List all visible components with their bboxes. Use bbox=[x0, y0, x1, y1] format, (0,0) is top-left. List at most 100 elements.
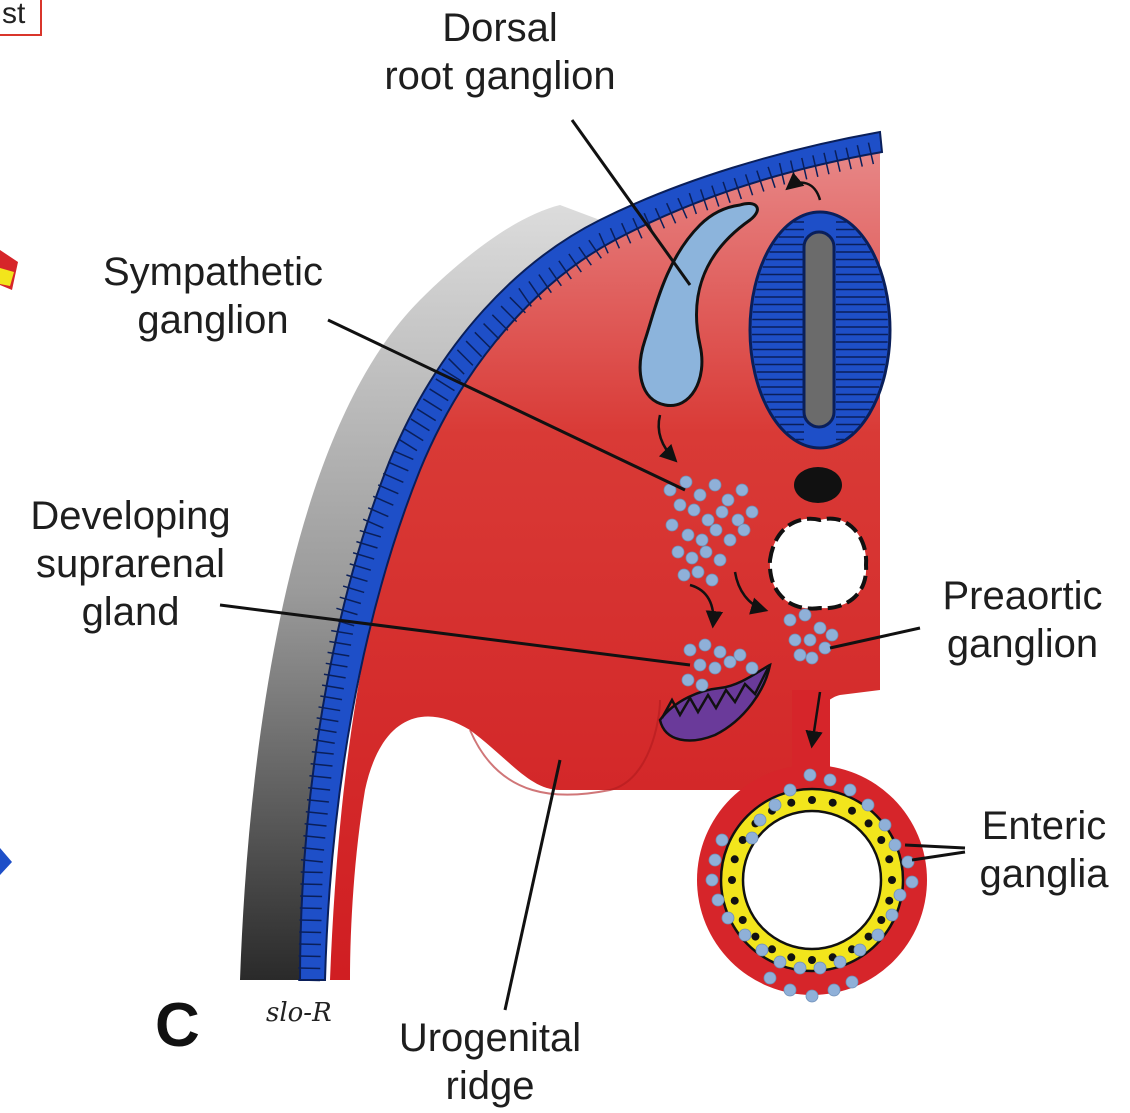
crest-cell bbox=[784, 614, 796, 626]
crest-cell bbox=[716, 834, 728, 846]
enteric-dot bbox=[787, 799, 795, 807]
crest-cell bbox=[886, 909, 898, 921]
crest-cell bbox=[894, 889, 906, 901]
ectoderm-stripe bbox=[299, 944, 321, 945]
neural-canal bbox=[804, 232, 834, 427]
left-edge-fragment-3 bbox=[0, 848, 12, 875]
enteric-dot bbox=[885, 855, 893, 863]
crest-cell bbox=[804, 769, 816, 781]
label-line: Dorsal bbox=[360, 4, 640, 52]
enteric-dot bbox=[787, 953, 795, 961]
label-dorsal-root-ganglion: Dorsal root ganglion bbox=[360, 4, 640, 100]
crest-cell bbox=[702, 514, 714, 526]
crest-cell bbox=[799, 609, 811, 621]
crest-cell bbox=[806, 652, 818, 664]
enteric-dot bbox=[877, 836, 885, 844]
crest-cell bbox=[709, 479, 721, 491]
enteric-dot bbox=[885, 897, 893, 905]
crest-cell bbox=[739, 929, 751, 941]
label-line: Developing bbox=[8, 492, 253, 540]
label-line: Urogenital bbox=[375, 1014, 605, 1062]
ectoderm-stripe bbox=[299, 932, 321, 933]
enteric-dot bbox=[877, 916, 885, 924]
crest-cell bbox=[696, 679, 708, 691]
gut-lumen bbox=[743, 811, 881, 949]
crest-cell bbox=[826, 629, 838, 641]
crest-cell bbox=[700, 546, 712, 558]
label-line: gland bbox=[8, 588, 253, 636]
crest-cell bbox=[746, 832, 758, 844]
label-line: ridge bbox=[375, 1062, 605, 1110]
label-line: Enteric bbox=[964, 802, 1124, 850]
label-line: root ganglion bbox=[360, 52, 640, 100]
crest-cell bbox=[769, 799, 781, 811]
crest-cell bbox=[736, 484, 748, 496]
enteric-dot bbox=[731, 897, 739, 905]
enteric-dot bbox=[808, 796, 816, 804]
crest-cell bbox=[746, 506, 758, 518]
crest-cell bbox=[684, 644, 696, 656]
crest-cell bbox=[694, 659, 706, 671]
label-urogenital-ridge: Urogenital ridge bbox=[375, 1014, 605, 1110]
label-line: suprarenal bbox=[8, 540, 253, 588]
crest-cell bbox=[902, 856, 914, 868]
enteric-dot bbox=[829, 799, 837, 807]
enteric-dot bbox=[848, 807, 856, 815]
crest-cell bbox=[716, 506, 728, 518]
crest-cell bbox=[692, 566, 704, 578]
label-line: ganglion bbox=[78, 296, 348, 344]
crest-cell bbox=[680, 476, 692, 488]
crest-cell bbox=[724, 534, 736, 546]
label-developing-suprarenal-gland: Developing suprarenal gland bbox=[8, 492, 253, 636]
artist-signature: slo-R bbox=[266, 998, 332, 1028]
crest-cell bbox=[678, 569, 690, 581]
crest-cell bbox=[724, 656, 736, 668]
crest-cell bbox=[784, 984, 796, 996]
crest-cell bbox=[806, 990, 818, 1002]
crest-cell bbox=[814, 962, 826, 974]
ectoderm-stripe bbox=[300, 884, 322, 885]
ectoderm-stripe bbox=[301, 872, 323, 873]
crest-cell bbox=[709, 854, 721, 866]
enteric-dot bbox=[739, 916, 747, 924]
crest-cell bbox=[710, 524, 722, 536]
crest-cell bbox=[672, 546, 684, 558]
enteric-dot bbox=[728, 876, 736, 884]
crest-cell bbox=[872, 929, 884, 941]
crest-cell bbox=[682, 674, 694, 686]
ectoderm-stripe bbox=[298, 968, 320, 969]
crest-cell bbox=[784, 784, 796, 796]
crest-cell bbox=[794, 649, 806, 661]
crest-cell bbox=[879, 819, 891, 831]
crest-cell bbox=[844, 784, 856, 796]
crest-cell bbox=[834, 956, 846, 968]
crest-cell bbox=[738, 524, 750, 536]
crest-cell bbox=[674, 499, 686, 511]
crest-cell bbox=[819, 642, 831, 654]
crest-cell bbox=[699, 639, 711, 651]
crest-cell bbox=[889, 839, 901, 851]
label-sympathetic-ganglion: Sympathetic ganglion bbox=[78, 248, 348, 344]
crest-cell bbox=[722, 912, 734, 924]
ectoderm-stripe bbox=[300, 908, 322, 909]
crest-cell bbox=[666, 519, 678, 531]
crest-cell bbox=[789, 634, 801, 646]
crest-cell bbox=[824, 774, 836, 786]
crest-cell bbox=[854, 944, 866, 956]
crest-cell bbox=[712, 894, 724, 906]
enteric-dot bbox=[731, 855, 739, 863]
crest-cell bbox=[706, 874, 718, 886]
ectoderm-stripe bbox=[300, 896, 322, 897]
notochord bbox=[794, 467, 842, 503]
crest-cell bbox=[694, 489, 706, 501]
crest-cell bbox=[686, 552, 698, 564]
ectoderm-stripe bbox=[298, 980, 320, 981]
crest-cell bbox=[714, 646, 726, 658]
crest-cell bbox=[794, 962, 806, 974]
crest-cell bbox=[696, 534, 708, 546]
crest-cell bbox=[754, 814, 766, 826]
crest-cell bbox=[774, 956, 786, 968]
label-enteric-ganglia: Enteric ganglia bbox=[964, 802, 1124, 898]
crest-cell bbox=[906, 876, 918, 888]
crest-cell bbox=[846, 976, 858, 988]
